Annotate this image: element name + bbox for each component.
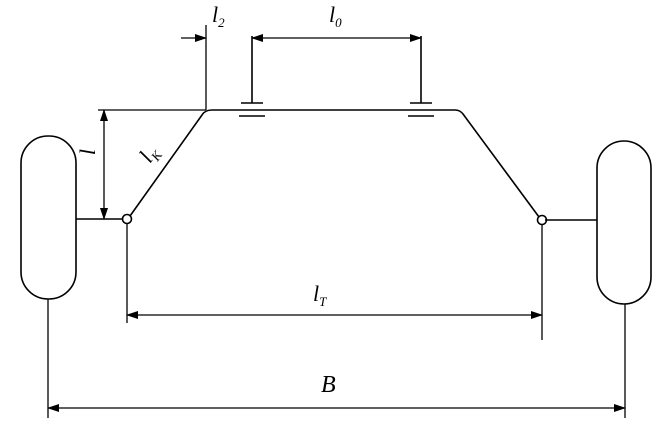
left-spring-mount [239,36,265,117]
label-l2: l2 [212,2,225,30]
right-wheel [596,140,652,305]
label-b: B [321,372,336,398]
label-l0: l0 [329,2,342,30]
label-lt: lT [313,281,327,309]
right-spring-mount [408,36,434,117]
label-lk: lK [134,139,166,168]
axle-beam [129,109,540,218]
left-wheel [20,135,77,300]
left-kingpin [121,213,133,225]
right-kingpin [536,214,548,226]
label-l: l [75,149,100,155]
